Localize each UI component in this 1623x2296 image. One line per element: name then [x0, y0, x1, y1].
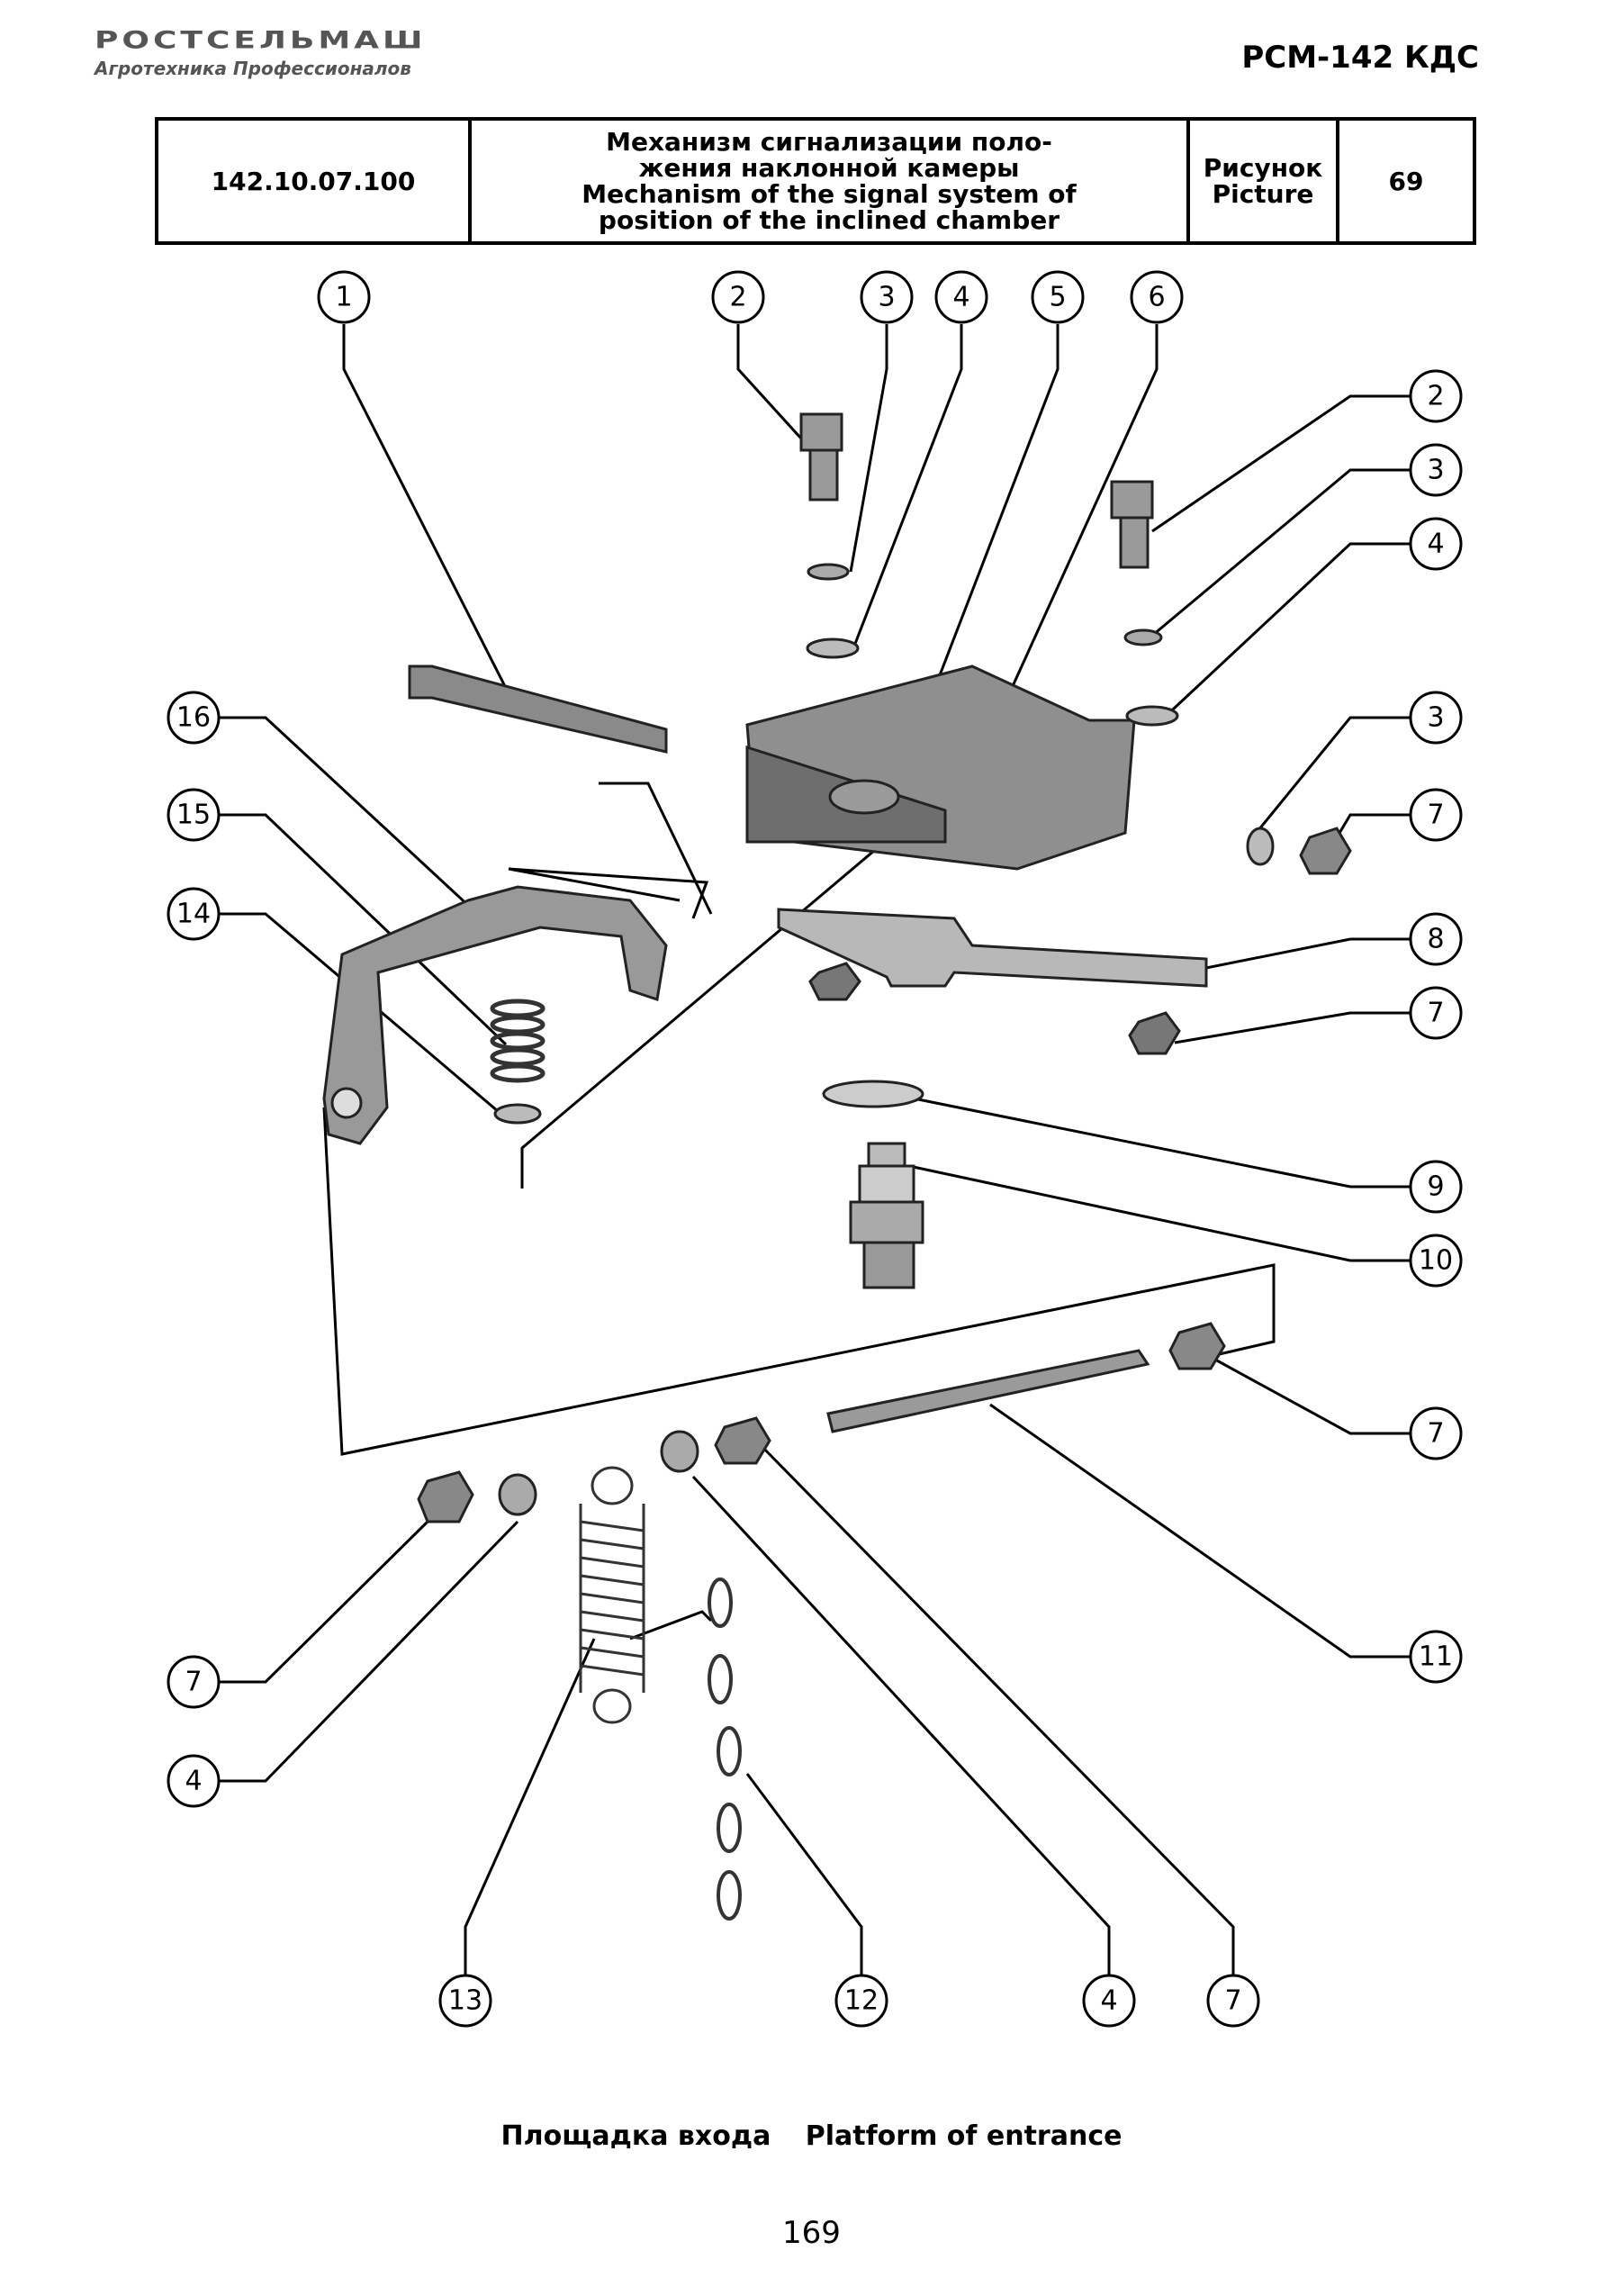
caption-ru: Площадка входа [500, 2120, 771, 2152]
callout-1: 1 [317, 270, 371, 324]
callout-3-right-2: 3 [1409, 691, 1463, 745]
svg-text:11: 11 [1419, 1641, 1453, 1673]
svg-text:2: 2 [729, 282, 746, 313]
callout-11: 11 [1409, 1630, 1463, 1684]
figure-number: 69 [1336, 117, 1476, 245]
callout-10: 10 [1409, 1234, 1463, 1288]
parts [322, 412, 1352, 1921]
callout-7-right-3: 7 [1409, 1406, 1463, 1460]
assembly-name-ru-2: жения наклонной камеры [638, 153, 1020, 183]
callout-14: 14 [167, 887, 221, 941]
svg-text:3: 3 [1427, 455, 1444, 486]
svg-text:14: 14 [176, 899, 211, 930]
callout-7-right-2: 7 [1409, 986, 1463, 1040]
svg-text:7: 7 [1224, 1985, 1241, 2017]
svg-text:10: 10 [1419, 1245, 1453, 1277]
model-name: РСМ-142 КДС [1241, 40, 1479, 76]
callout-7-right-1: 7 [1409, 788, 1463, 842]
svg-text:15: 15 [176, 800, 211, 831]
callouts: 1 2 3 4 5 6 2 3 4 16 3 7 15 14 8 7 9 10 … [167, 270, 1463, 2028]
brand-name: РОСТСЕЛЬМАШ [95, 26, 427, 54]
svg-text:1: 1 [335, 282, 352, 313]
callout-9: 9 [1409, 1160, 1463, 1214]
figure-label-en: Picture [1212, 179, 1314, 209]
svg-text:12: 12 [844, 1985, 879, 2017]
brand-logo: РОСТСЕЛЬМАШ Агротехника Профессионалов [95, 27, 426, 79]
svg-text:16: 16 [176, 702, 211, 734]
svg-text:2: 2 [1427, 381, 1444, 412]
brand-tagline: Агротехника Профессионалов [95, 58, 411, 79]
svg-text:5: 5 [1049, 282, 1066, 313]
callout-5: 5 [1031, 270, 1085, 324]
svg-text:4: 4 [952, 282, 969, 313]
callout-3-right: 3 [1409, 443, 1463, 497]
svg-text:7: 7 [1427, 998, 1444, 1029]
assembly-name: Механизм сигнализации поло- жения наклон… [468, 117, 1190, 245]
assembly-name-ru-1: Механизм сигнализации поло- [606, 127, 1052, 157]
callout-4-right: 4 [1409, 517, 1463, 571]
callout-6: 6 [1130, 270, 1184, 324]
callout-13: 13 [438, 1974, 492, 2028]
callout-4-bottom: 4 [1082, 1974, 1136, 2028]
assembly-name-en-1: Mechanism of the signal system of [582, 179, 1077, 209]
callout-16: 16 [167, 691, 221, 745]
page-number: 169 [782, 2215, 841, 2251]
callout-12: 12 [834, 1974, 888, 2028]
svg-text:7: 7 [1427, 800, 1444, 831]
callout-7-bottom: 7 [1206, 1974, 1260, 2028]
svg-text:9: 9 [1427, 1171, 1444, 1203]
svg-text:4: 4 [185, 1766, 202, 1797]
figure-label-ru: Рисунок [1203, 153, 1323, 183]
svg-text:7: 7 [1427, 1418, 1444, 1450]
callout-3: 3 [860, 270, 914, 324]
callout-4-left: 4 [167, 1754, 221, 1808]
callout-8: 8 [1409, 912, 1463, 966]
svg-text:4: 4 [1427, 529, 1444, 560]
callout-2-right: 2 [1409, 369, 1463, 423]
svg-text:7: 7 [185, 1667, 202, 1698]
figure-label: Рисунок Picture [1186, 117, 1339, 245]
svg-text:13: 13 [448, 1985, 482, 2017]
callout-2: 2 [711, 270, 765, 324]
figure-caption: Площадка входа Platform of entrance [0, 2120, 1623, 2152]
part-code: 142.10.07.100 [155, 117, 472, 245]
svg-text:6: 6 [1148, 282, 1165, 313]
callout-15: 15 [167, 788, 221, 842]
assembly-name-en-2: position of the inclined chamber [598, 205, 1060, 235]
title-block: 142.10.07.100 Механизм сигнализации поло… [155, 117, 1476, 245]
callout-4: 4 [934, 270, 988, 324]
caption-en: Platform of entrance [805, 2120, 1123, 2152]
svg-text:3: 3 [878, 282, 895, 313]
svg-text:4: 4 [1100, 1985, 1117, 2017]
svg-text:3: 3 [1427, 702, 1444, 734]
callout-7-left: 7 [167, 1655, 221, 1709]
svg-text:8: 8 [1427, 924, 1444, 955]
